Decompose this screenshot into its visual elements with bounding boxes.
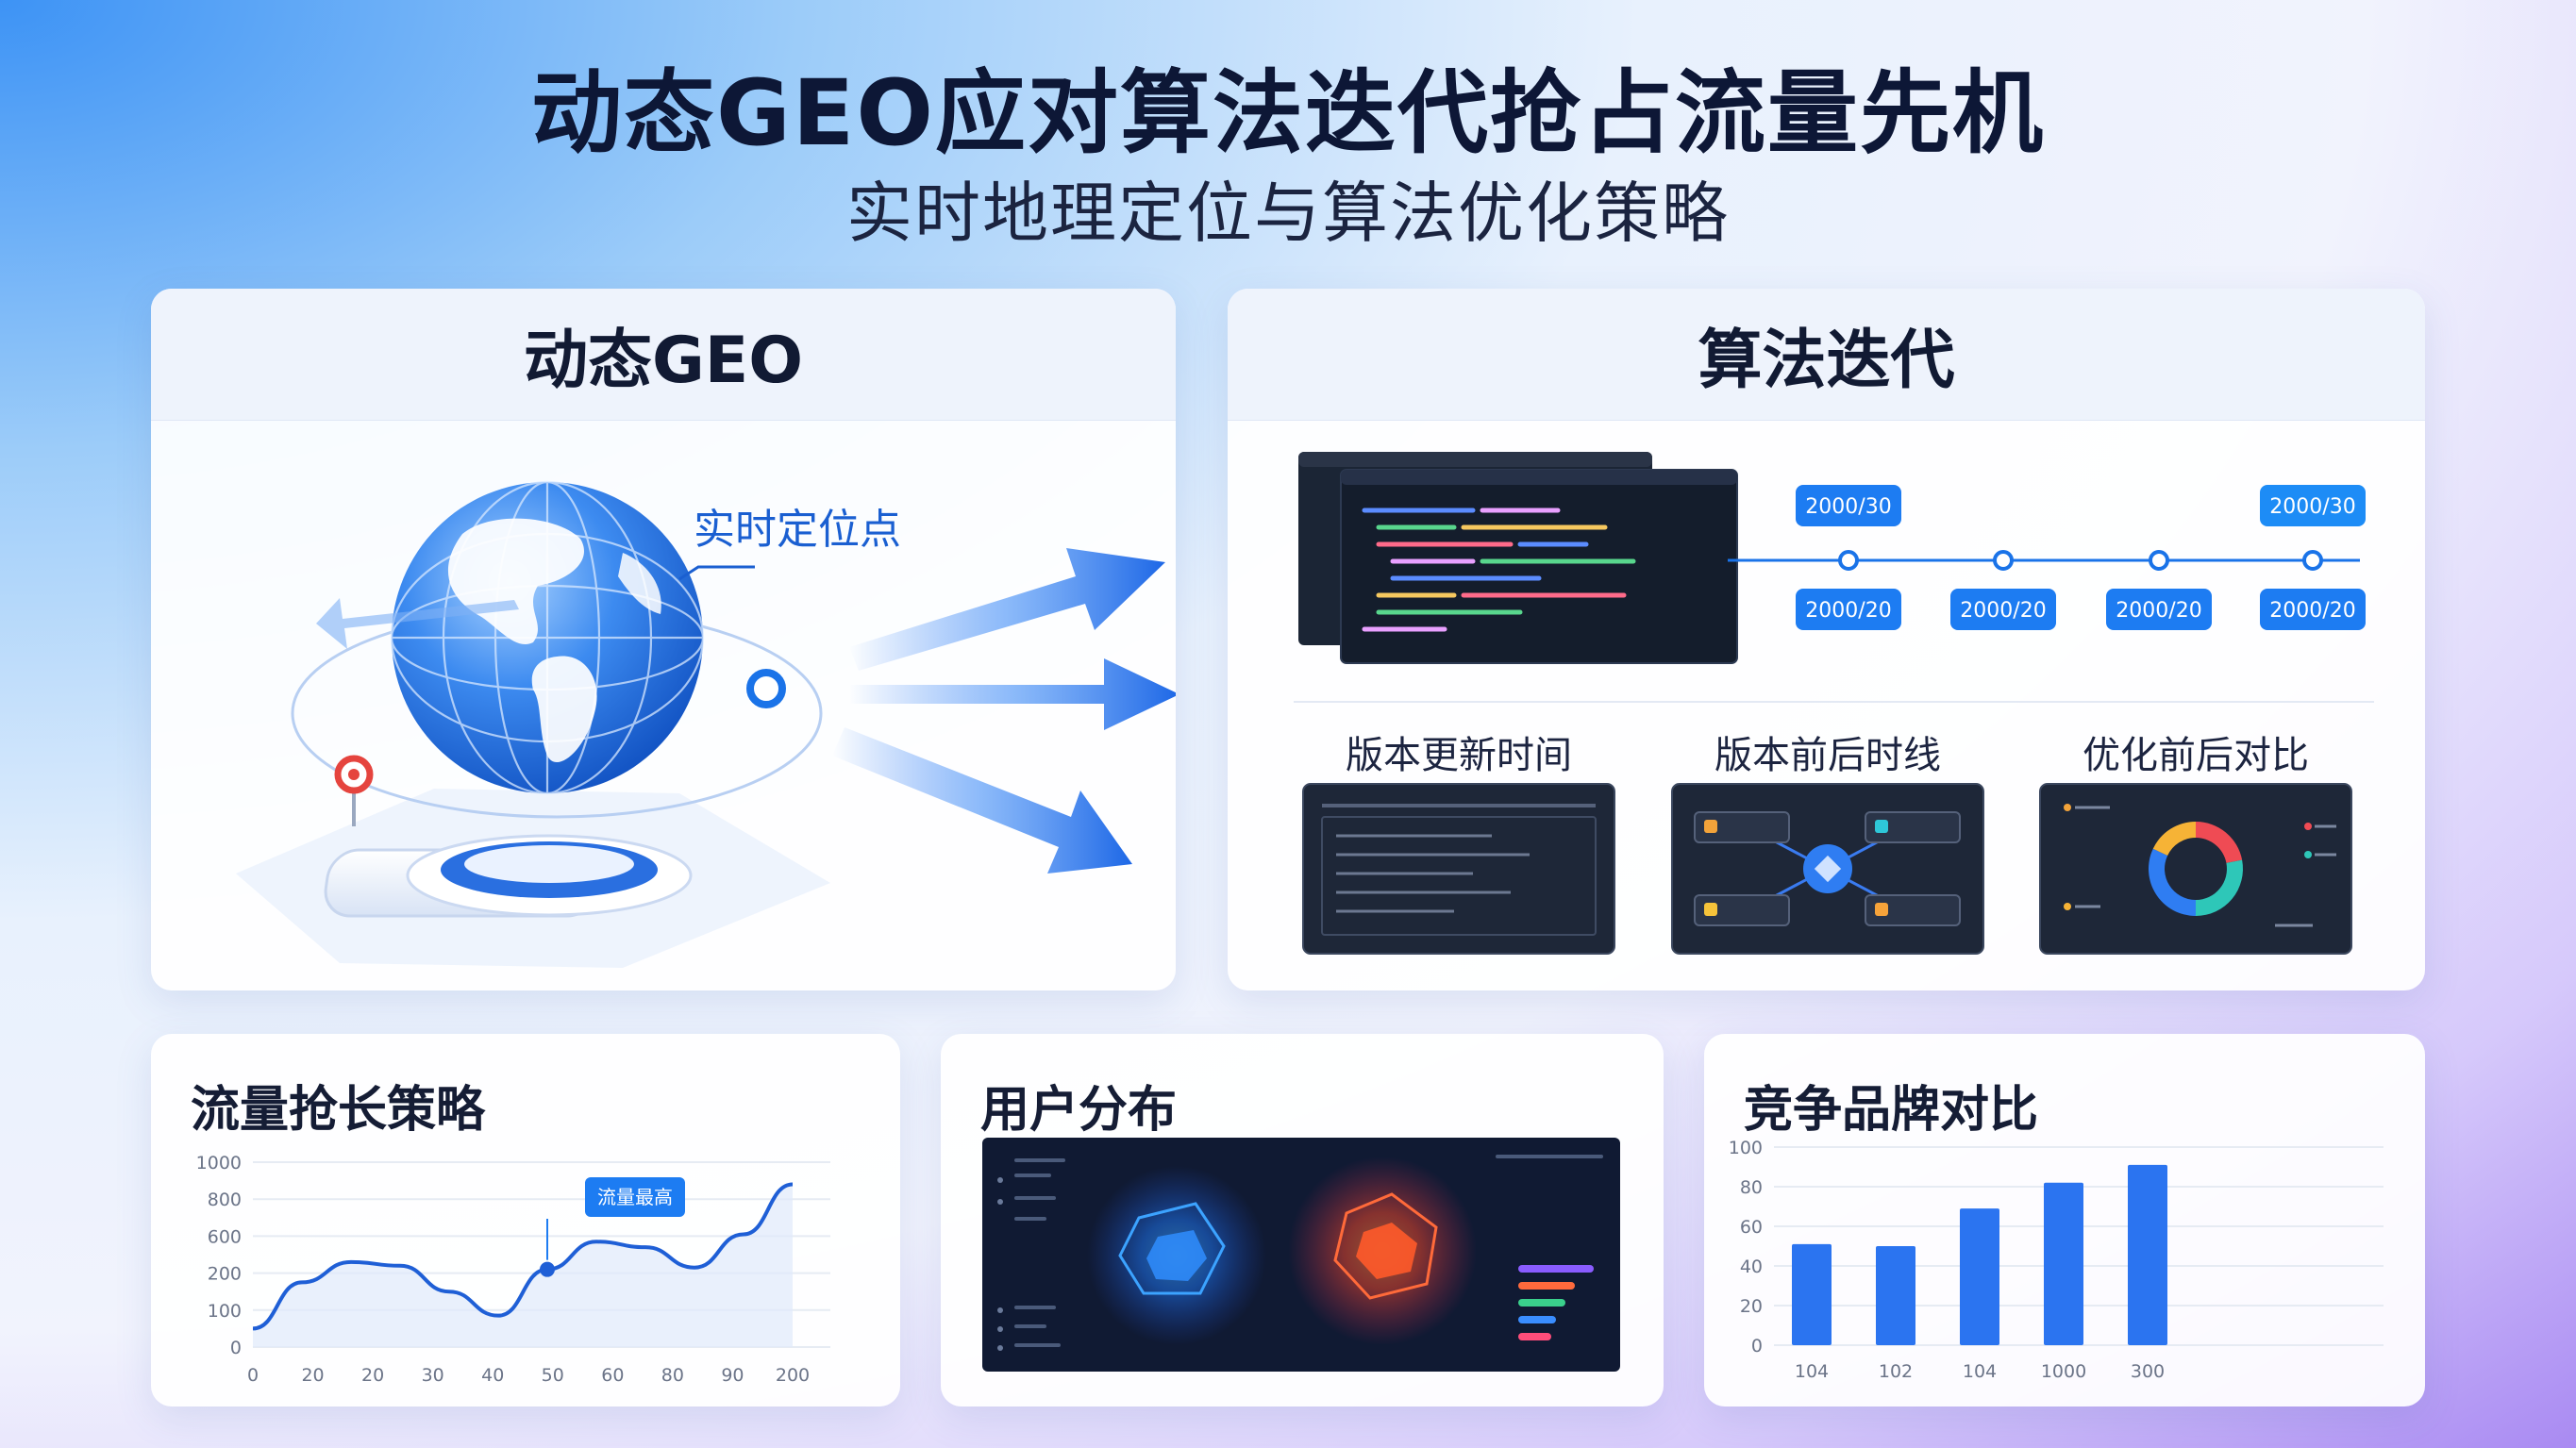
donut-segment (2149, 848, 2196, 916)
x-tick-label: 30 (422, 1365, 444, 1386)
algo-illustration: 2000/30 2000/30 2000/20 2000/20 2000/20 … (1294, 452, 2374, 955)
geo-illustration: 实时定位点 (236, 480, 1176, 968)
globe-icon (390, 480, 705, 795)
user-card-title: 用户分布 (980, 1082, 1178, 1139)
bar (1792, 1243, 1832, 1345)
location-pin-icon (334, 755, 374, 826)
y-tick-label: 600 (208, 1226, 242, 1247)
red-hotspot (1288, 1157, 1477, 1345)
brand-card-title: 竞争品牌对比 (1744, 1082, 2039, 1139)
svg-text:2000/30: 2000/30 (1805, 495, 1891, 519)
x-tick-label: 80 (661, 1365, 684, 1386)
y-tick-label: 80 (1740, 1177, 1763, 1198)
user-legend-bars (1518, 1265, 1594, 1340)
svg-text:2000/20: 2000/20 (2116, 599, 2201, 623)
user-card: 用户分布 (941, 1034, 1664, 1406)
x-tick-label: 1000 (2041, 1361, 2086, 1382)
traffic-tooltip: 流量最高 (585, 1177, 685, 1217)
x-tick-label: 200 (776, 1365, 810, 1386)
donut-segment (2196, 822, 2243, 863)
geo-callout: 实时定位点 (694, 506, 901, 554)
y-tick-label: 200 (208, 1264, 242, 1285)
comparison-donut-panel (2039, 783, 2352, 955)
y-tick-label: 1000 (196, 1153, 242, 1173)
x-tick-label: 50 (542, 1365, 564, 1386)
svg-text:2000/20: 2000/20 (1960, 599, 2046, 623)
bar (1960, 1208, 1999, 1345)
y-tick-label: 800 (208, 1190, 242, 1210)
geo-card-title: 动态GEO (151, 289, 1176, 421)
blue-hotspot (1087, 1166, 1266, 1345)
user-distribution-map (982, 1138, 1620, 1372)
y-tick-label: 0 (1751, 1336, 1763, 1356)
x-tick-label: 104 (1795, 1361, 1829, 1382)
x-tick-label: 102 (1879, 1361, 1913, 1382)
series-line (252, 1182, 794, 1331)
timeline-date-tag: 2000/30 (1796, 485, 1901, 526)
y-tick-label: 40 (1740, 1257, 1763, 1277)
x-tick-label: 40 (481, 1365, 504, 1386)
bar (2044, 1182, 2083, 1345)
panel-label: 版本前后时线 (1715, 734, 1941, 777)
update-log-panel (1302, 783, 1615, 955)
svg-text:2000/20: 2000/20 (1805, 599, 1891, 623)
traffic-card-title: 流量抢长策略 (191, 1082, 486, 1139)
code-window-front (1340, 469, 1738, 664)
y-tick-label: 100 (1729, 1138, 1763, 1158)
svg-text:流量最高: 流量最高 (597, 1186, 673, 1208)
x-tick-label: 90 (721, 1365, 744, 1386)
panel-label: 版本更新时间 (1346, 734, 1572, 777)
donut-segment (2152, 822, 2196, 856)
timeline-date-tag: 2000/20 (2260, 589, 2366, 630)
data-point (540, 1261, 555, 1277)
arrow-right-icon (832, 548, 1176, 874)
brand-card: 竞争品牌对比 100 80 60 40 20 0 104 102 104 1000 300 (1704, 1034, 2425, 1406)
version-timeline (1728, 550, 2360, 571)
timeline-date-tag: 2000/20 (1950, 589, 2056, 630)
svg-text:2000/20: 2000/20 (2269, 599, 2355, 623)
timeline-date-tag: 2000/20 (1796, 589, 1901, 630)
location-marker-blue (746, 669, 786, 708)
x-tick-label: 60 (601, 1365, 624, 1386)
panel-label: 优化前后对比 (2083, 734, 2309, 777)
bar (2128, 1164, 2167, 1345)
series-area (253, 1184, 793, 1347)
algo-card: 算法迭代 (1228, 289, 2425, 990)
algo-card-title: 算法迭代 (1228, 289, 2425, 421)
y-tick-label: 0 (230, 1338, 242, 1358)
platform-base (324, 834, 693, 918)
page-subtitle: 实时地理定位与算法优化策略 (846, 175, 1730, 252)
donut-segment (2196, 859, 2243, 916)
brand-bar-chart: 100 80 60 40 20 0 104 102 104 1000 300 (1729, 1138, 2384, 1382)
x-tick-label: 300 (2131, 1361, 2165, 1382)
timeline-date-tag: 2000/20 (2106, 589, 2212, 630)
y-tick-label: 60 (1740, 1217, 1763, 1238)
y-tick-label: 20 (1740, 1296, 1763, 1317)
x-tick-label: 104 (1963, 1361, 1997, 1382)
x-tick-label: 20 (361, 1365, 384, 1386)
svg-text:2000/30: 2000/30 (2269, 495, 2355, 519)
x-tick-label: 20 (301, 1365, 324, 1386)
bar (1876, 1246, 1915, 1345)
version-flow-panel (1671, 783, 1984, 955)
geo-card: 动态GEO (151, 289, 1176, 990)
y-tick-label: 100 (208, 1301, 242, 1322)
timeline-date-tag: 2000/30 (2260, 485, 2366, 526)
x-tick-label: 0 (247, 1365, 259, 1386)
arrow-left-icon (316, 598, 519, 649)
page-title: 动态GEO应对算法迭代抢占流量先机 (531, 60, 2045, 166)
